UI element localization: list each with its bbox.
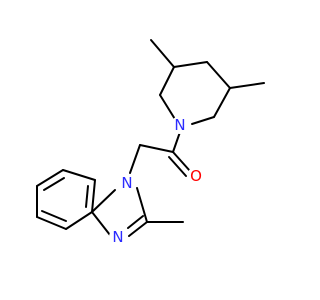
bond — [159, 66, 175, 96]
piperidine-ring — [159, 61, 231, 125]
bond — [206, 61, 231, 89]
bond — [62, 169, 96, 181]
methyl-bond — [150, 39, 175, 68]
methyl-bond — [229, 82, 265, 89]
double-bond-inner — [43, 177, 65, 191]
bond — [91, 211, 111, 236]
double-bond — [128, 221, 148, 237]
bond — [191, 116, 215, 125]
atom-carbonyl-o: O — [187, 167, 205, 185]
bond — [65, 211, 93, 230]
bond — [129, 144, 141, 174]
bond — [173, 61, 208, 68]
benzene-ring — [36, 169, 96, 230]
bond — [36, 216, 67, 230]
double-bond-inner — [41, 210, 67, 222]
atom-piperidine-n: N — [171, 116, 189, 134]
bond — [36, 169, 64, 187]
bond — [213, 87, 231, 118]
imidazole-ring — [91, 187, 148, 237]
double-bond-inner — [85, 185, 89, 208]
atom-label: N — [174, 116, 185, 134]
carbonyl-double-bond — [172, 151, 191, 172]
atom-benzimidazole-n1: N — [118, 174, 136, 192]
bond — [91, 179, 96, 213]
bond — [139, 144, 174, 153]
bond — [172, 131, 181, 153]
atom-benzimidazole-n3: N — [109, 228, 127, 246]
atom-label: N — [112, 228, 123, 246]
molecule-structure: N O N N — [36, 39, 265, 246]
double-bond — [127, 215, 144, 229]
atom-label: O — [190, 167, 202, 185]
atom-label: N — [121, 174, 132, 192]
bond — [136, 187, 148, 223]
carbonyl-double-bond — [168, 156, 187, 177]
bond — [91, 189, 116, 213]
